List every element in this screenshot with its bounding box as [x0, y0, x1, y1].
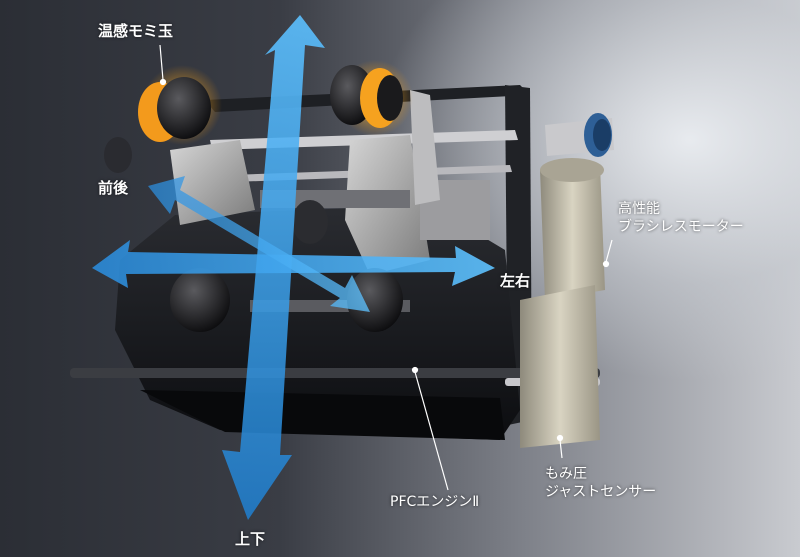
sensor-label-line2: ジャストセンサー [545, 484, 657, 500]
up-down-label: 上下 [235, 530, 266, 548]
massage-rollers [104, 60, 413, 332]
housing-bottom-plate [140, 390, 505, 440]
inner-mechanism [170, 90, 490, 312]
motor-label-line2: ブラシレスモーター [618, 219, 744, 235]
front-back-arrow [148, 176, 370, 312]
movement-arrows [92, 15, 495, 520]
leader-lines [159, 44, 613, 491]
drive-shaft [70, 368, 600, 378]
motor-label-line1: 高性能 [618, 201, 660, 217]
motor-label: 高性能 ブラシレスモーター [618, 200, 744, 236]
warm-ball-label: 温感モミ玉 [98, 22, 174, 40]
front-back-label: 前後 [98, 179, 129, 197]
sensor-label-line1: もみ圧 [545, 466, 587, 482]
pfc-engine-label: PFCエンジンⅡ [390, 494, 480, 510]
brushless-motor [520, 113, 614, 448]
sensor-label: もみ圧 ジャストセンサー [545, 465, 656, 501]
left-right-label: 左右 [500, 272, 531, 290]
